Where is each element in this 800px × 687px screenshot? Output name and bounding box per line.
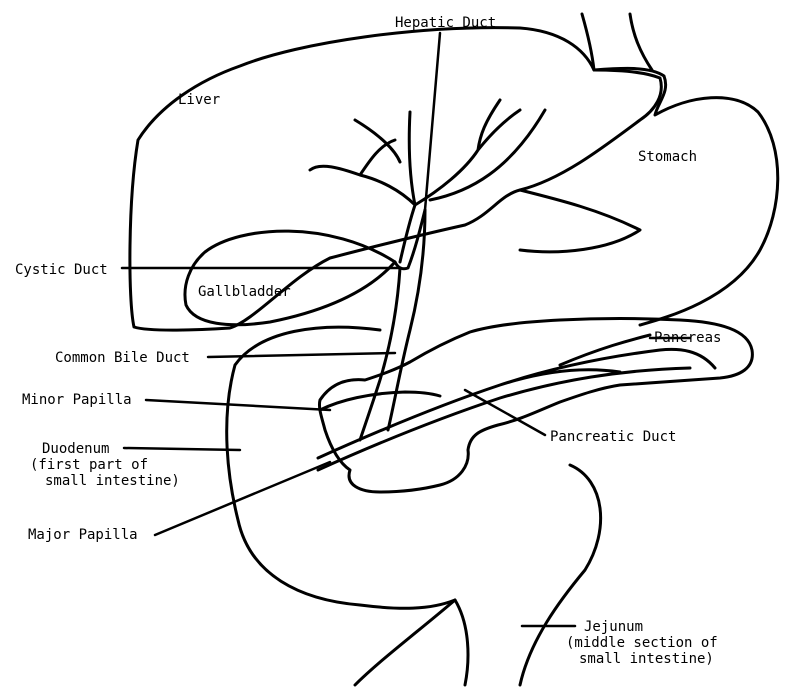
label-duodenum-line1: Duodenum [42,441,110,457]
label-cystic-duct: Cystic Duct [15,262,108,278]
label-duodenum-line3: small intestine) [45,473,180,489]
common-bile-duct [358,208,427,442]
leader-hepatic-duct [423,31,442,212]
label-duodenum: Duodenum (first part of small intestine) [30,441,200,489]
label-jejunum-line2: (middle section of [566,635,718,651]
label-pancreas: Pancreas [654,330,722,346]
leader-common-bile-duct [206,351,397,359]
label-pancreatic-duct: Pancreatic Duct [550,429,677,445]
leader-minor-papilla [144,398,332,412]
leader-major-papilla [153,460,332,537]
stomach-inner-edge [518,188,642,254]
label-minor-papilla: Minor Papilla [22,392,132,408]
cystic-duct [393,208,427,271]
label-jejunum: Jejunum (middle section of small intesti… [560,619,740,667]
jejunum-outline [353,463,603,687]
label-major-papilla: Major Papilla [28,527,138,543]
label-stomach: Stomach [638,149,698,165]
label-common-bile-duct: Common Bile Duct [55,350,190,366]
minor-papilla-duct [318,390,442,412]
esophagus-outline [580,12,654,72]
gallbladder-outline [183,229,397,327]
hepatic-duct-tree [308,98,547,264]
label-duodenum-line2: (first part of [30,457,149,473]
label-liver: Liver [178,92,221,108]
pancreatic-duct [316,333,717,460]
liver-outline [128,26,663,332]
leader-pancreatic-duct [463,388,547,437]
pancreas-outline [318,317,754,494]
label-jejunum-line3: small intestine) [579,651,714,667]
stomach-outline [592,66,780,327]
label-jejunum-line1: Jejunum [584,619,644,635]
pancreatic-duct-wall [316,366,692,472]
label-gallbladder: Gallbladder [198,284,291,300]
leader-duodenum [122,446,242,452]
label-hepatic-duct: Hepatic Duct [395,15,497,31]
